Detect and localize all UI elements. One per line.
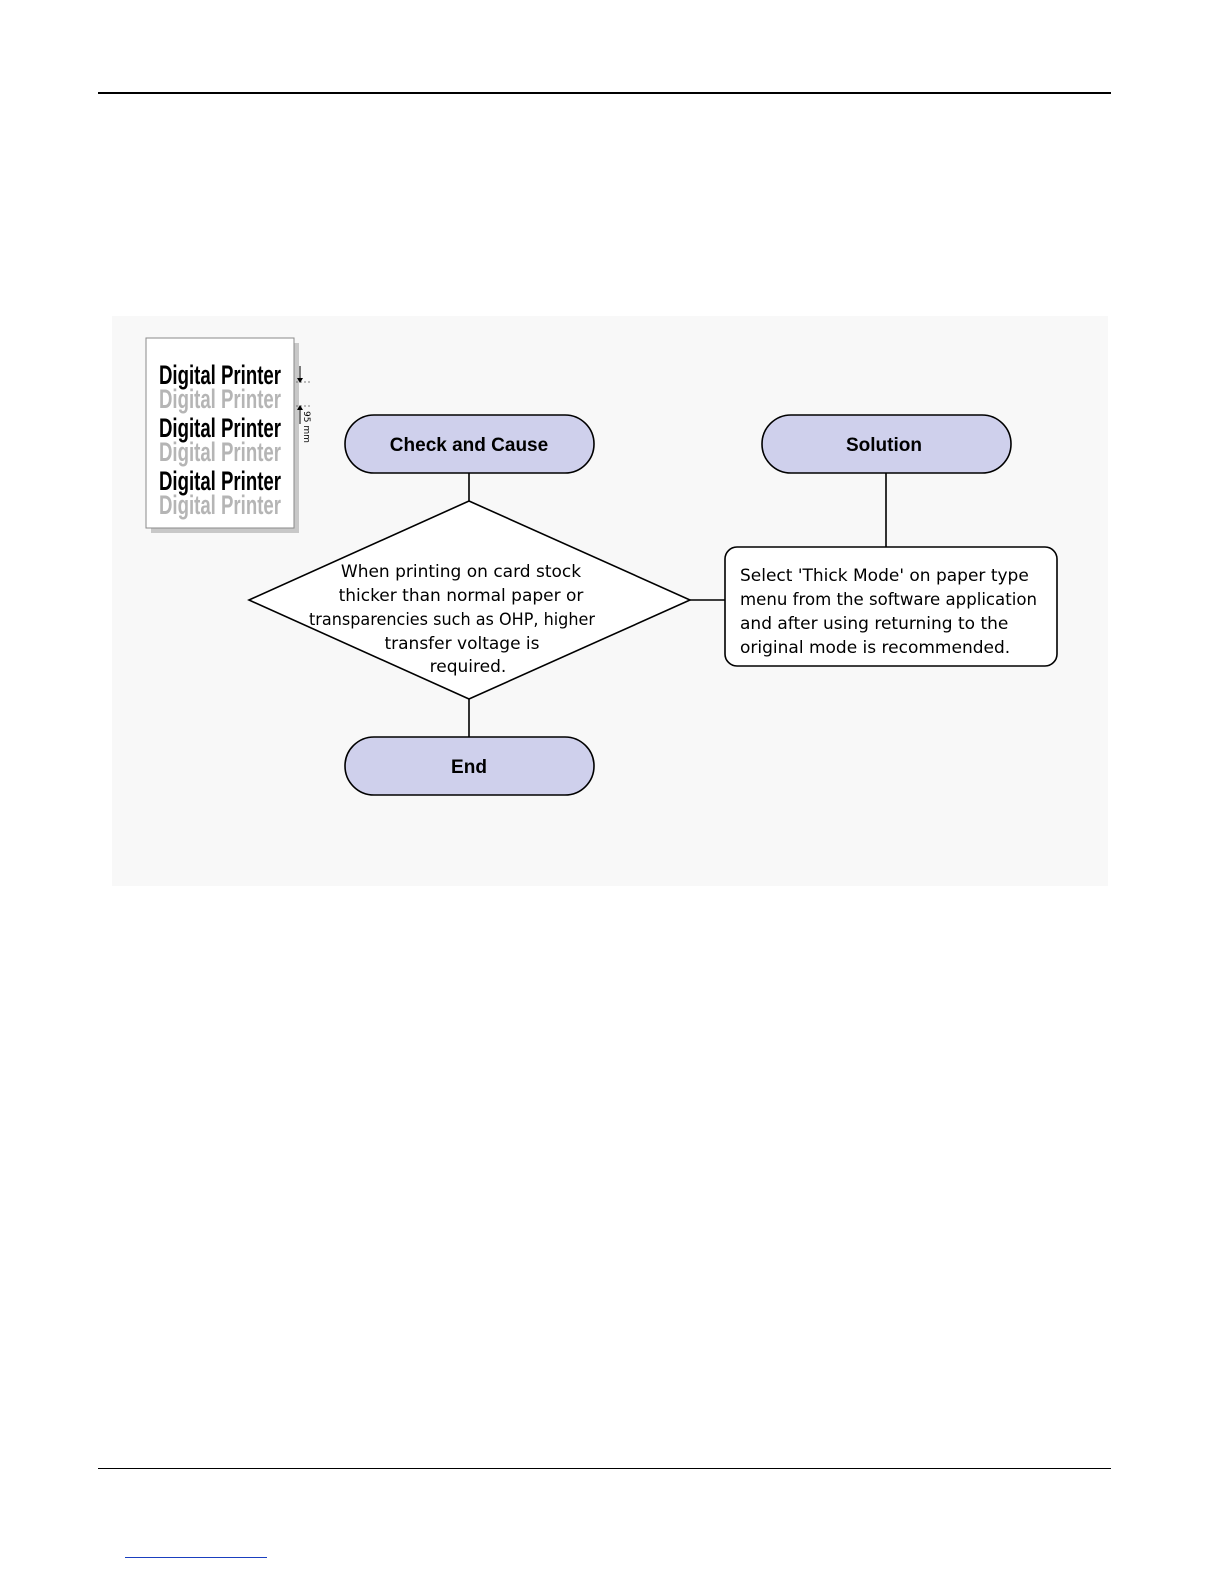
footer-link-underline [125, 1557, 267, 1558]
condition-line-5: required. [430, 657, 507, 677]
solution-line-1: Select 'Thick Mode' on paper type [740, 566, 1029, 586]
footer-rule [98, 1468, 1111, 1469]
sample-ghost-line-3: Digital Printer [159, 490, 281, 520]
check-and-cause-label: Check and Cause [390, 435, 548, 456]
end-label: End [451, 757, 487, 778]
header-rule [98, 92, 1111, 94]
solution-line-3: and after using returning to the [740, 614, 1008, 634]
sample-print-image: Digital Printer Digital Printer Digital … [145, 337, 312, 533]
solution-line-2: menu from the software application [740, 590, 1037, 610]
condition-diamond: When printing on card stock thicker than… [247, 500, 692, 700]
sample-ghost-line-2: Digital Printer [159, 437, 281, 467]
sample-ghost-line-1: Digital Printer [159, 384, 281, 414]
solution-label: Solution [846, 435, 922, 456]
condition-line-3: transparencies such as OHP, higher [309, 610, 595, 630]
condition-line-2: thicker than normal paper or [339, 586, 584, 606]
sample-line-1: Digital Printer [159, 360, 281, 390]
sample-line-3: Digital Printer [159, 466, 281, 496]
end-terminal: End [344, 736, 595, 796]
condition-line-1: When printing on card stock [341, 562, 581, 582]
solution-box: Select 'Thick Mode' on paper type menu f… [724, 546, 1058, 667]
condition-line-4: transfer voltage is [384, 634, 539, 654]
solution-terminal: Solution [761, 414, 1012, 474]
dimension-label: 95 mm [301, 411, 311, 443]
check-and-cause-terminal: Check and Cause [344, 414, 595, 474]
sample-line-2: Digital Printer [159, 413, 281, 443]
solution-line-4: original mode is recommended. [740, 638, 1010, 658]
